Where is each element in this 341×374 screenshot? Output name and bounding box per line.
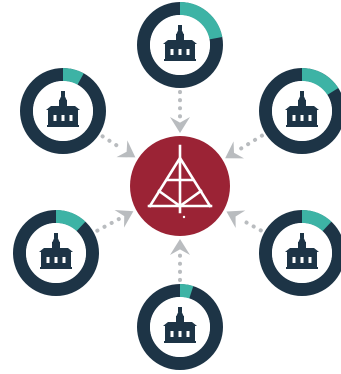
- donut-segment: [301, 210, 332, 232]
- connector-bottom: [170, 239, 190, 282]
- donut-ring: [20, 68, 106, 154]
- connector-upper-left: [100, 134, 136, 158]
- dotted-line-upper-right: [236, 133, 264, 152]
- church-node-lower-right: [259, 210, 341, 296]
- connector-upper-right: [225, 133, 264, 159]
- church-icon: [163, 307, 197, 343]
- dotted-line-lower-left: [95, 216, 122, 233]
- church-node-upper-left: [20, 68, 106, 154]
- church-icon: [285, 233, 319, 269]
- arrowhead-bottom: [170, 239, 190, 255]
- church-icon: [46, 91, 80, 127]
- donut-ring: [259, 68, 341, 154]
- dotted-line-lower-right: [238, 217, 263, 233]
- church-node-top: [137, 2, 223, 88]
- arrowhead-upper-right: [225, 141, 245, 159]
- donut-segment: [62, 68, 84, 85]
- connector-lower-left: [95, 210, 134, 233]
- donut-segment: [179, 284, 194, 299]
- arrowhead-upper-left: [116, 140, 136, 158]
- church-icon: [285, 91, 319, 127]
- donut-ring: [13, 210, 99, 296]
- church-cross-emblem-icon: [147, 144, 213, 219]
- arrowhead-top: [170, 117, 190, 133]
- donut-segment: [179, 2, 223, 40]
- arrowhead-lower-left: [114, 210, 134, 228]
- donut-ring: [137, 284, 223, 370]
- church-icon: [39, 233, 73, 269]
- church-node-upper-right: [259, 68, 341, 154]
- donut-ring: [259, 210, 341, 296]
- hub-layer: [130, 136, 230, 236]
- church-icon: [163, 25, 197, 61]
- arrowhead-lower-right: [226, 210, 246, 228]
- dotted-line-upper-left: [100, 134, 124, 151]
- church-node-bottom: [137, 284, 223, 370]
- donut-ring: [137, 2, 223, 88]
- church-node-lower-left: [13, 210, 99, 296]
- connector-top: [170, 90, 190, 133]
- connector-layer: [95, 90, 264, 282]
- hub-node: [130, 136, 230, 236]
- donut-segment: [55, 210, 86, 232]
- donut-segment: [301, 68, 339, 96]
- connector-lower-right: [226, 210, 263, 233]
- church-nodes-layer: [13, 2, 341, 370]
